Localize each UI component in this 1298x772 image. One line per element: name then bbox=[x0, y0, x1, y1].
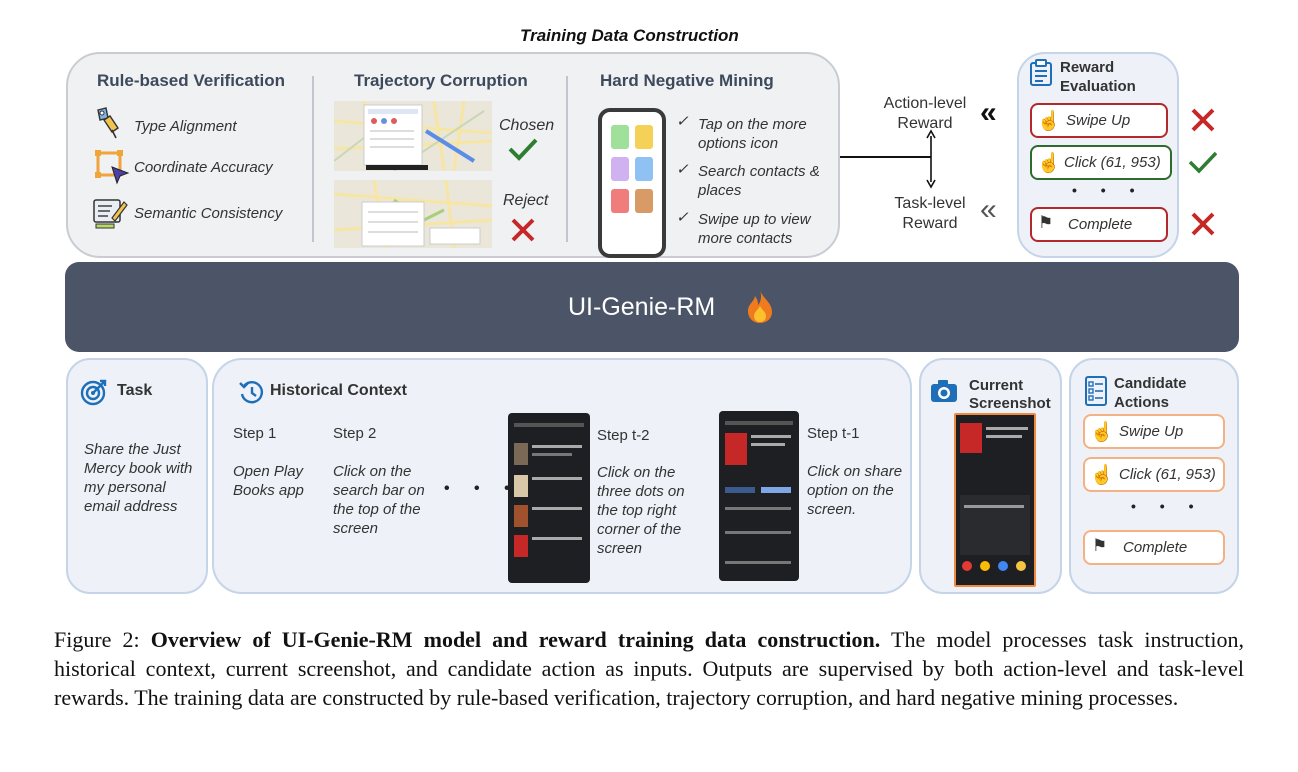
candidate-label: Complete bbox=[1123, 539, 1188, 556]
step-1-label: Step 1 bbox=[233, 425, 277, 442]
caption-text: The model processes task instruction, hi… bbox=[54, 627, 1245, 710]
reward-action-label: Complete bbox=[1068, 216, 1133, 233]
caption-label: Figure 2: bbox=[54, 627, 140, 652]
history-title: Historical Context bbox=[270, 382, 407, 399]
action-level-reward-label: Action-level Reward bbox=[883, 95, 967, 132]
divider bbox=[566, 76, 568, 242]
candidates-title: Candidate Actions bbox=[1114, 375, 1187, 411]
step-t2-text: Click on the three dots on the top right… bbox=[597, 464, 685, 557]
step-t1-text: Click on share option on the screen. bbox=[807, 463, 903, 518]
step-t1-screenshot bbox=[719, 411, 799, 581]
current-title: Current Screenshot bbox=[969, 377, 1051, 412]
clipboard-icon bbox=[1030, 59, 1052, 86]
fire-icon bbox=[748, 290, 772, 323]
cross-icon bbox=[1191, 212, 1215, 236]
history-icon bbox=[239, 381, 263, 404]
step-1-text: Open Play Books app bbox=[233, 463, 304, 499]
hn-check-3: ✓ bbox=[676, 209, 689, 226]
candidate-label: Click (61, 953) bbox=[1119, 466, 1216, 483]
step-2-text: Click on the search bar on the top of th… bbox=[333, 463, 425, 537]
camera-icon bbox=[931, 380, 957, 402]
hn-check-2: ✓ bbox=[676, 161, 689, 178]
divider bbox=[312, 76, 314, 242]
step-t2-screenshot bbox=[508, 413, 590, 583]
figure-caption: Figure 2: Overview of UI-Genie-RM model … bbox=[54, 625, 1244, 712]
checklist-icon bbox=[1085, 376, 1107, 406]
check-icon bbox=[508, 138, 538, 161]
swipe-up-icon: ☝ bbox=[1090, 422, 1114, 443]
task-level-reward-label: Task-level Reward bbox=[894, 195, 966, 232]
swipe-up-icon: ☝ bbox=[1037, 111, 1061, 132]
model-bar bbox=[65, 262, 1239, 352]
reward-action-swipe-up: ☝ Swipe Up bbox=[1030, 103, 1168, 138]
trajectory-title: Trajectory Corruption bbox=[354, 71, 528, 90]
candidate-label: Swipe Up bbox=[1119, 423, 1184, 440]
cross-icon bbox=[1191, 108, 1215, 132]
flag-icon: ⚑ bbox=[1092, 536, 1108, 555]
hard-negative-title: Hard Negative Mining bbox=[600, 71, 774, 90]
reward-action-label: Swipe Up bbox=[1066, 112, 1131, 129]
target-icon bbox=[80, 379, 107, 406]
current-screenshot-image bbox=[954, 413, 1036, 587]
candidate-swipe-up: ☝ Swipe Up bbox=[1083, 414, 1225, 449]
check-icon bbox=[1188, 151, 1218, 174]
model-name: UI-Genie-RM bbox=[568, 293, 716, 321]
flag-icon: ⚑ bbox=[1038, 213, 1054, 232]
training-data-title: Training Data Construction bbox=[520, 26, 739, 45]
task-text: Share the Just Mercy book with my person… bbox=[84, 441, 193, 515]
tap-icon: ☝ bbox=[1090, 465, 1114, 486]
hn-check-1: ✓ bbox=[676, 113, 689, 130]
hn-item-1: Tap on the more options icon bbox=[698, 116, 807, 152]
hn-item-2: Search contacts & places bbox=[698, 163, 820, 199]
caption-bold: Overview of UI-Genie-RM model and reward… bbox=[150, 627, 881, 652]
candidate-complete: ⚑ Complete bbox=[1083, 530, 1225, 565]
rule-item-type-alignment: Type Alignment bbox=[134, 118, 237, 135]
history-dots: • • • bbox=[444, 480, 520, 497]
reward-action-click: ☝ Click (61, 953) bbox=[1030, 145, 1172, 180]
rule-item-semantic-consistency: Semantic Consistency bbox=[134, 205, 283, 222]
rule-based-title: Rule-based Verification bbox=[97, 71, 285, 90]
tap-icon: ☝ bbox=[1037, 153, 1061, 174]
step-t1-label: Step t-1 bbox=[807, 425, 860, 442]
type-alignment-icon bbox=[97, 107, 119, 139]
reward-action-label: Click (61, 953) bbox=[1064, 154, 1161, 171]
task-title: Task bbox=[117, 382, 153, 399]
map-screenshot-reject bbox=[334, 180, 492, 248]
reward-eval-title: Reward Evaluation bbox=[1060, 59, 1136, 95]
map-screenshot-chosen bbox=[334, 101, 492, 171]
step-t2-label: Step t-2 bbox=[597, 427, 650, 444]
reject-label: Reject bbox=[503, 192, 549, 209]
chosen-label: Chosen bbox=[499, 117, 555, 134]
hn-item-3: Swipe up to view more contacts bbox=[698, 211, 811, 247]
coordinate-accuracy-icon bbox=[95, 150, 130, 185]
reward-action-complete: ⚑ Complete bbox=[1030, 207, 1168, 242]
phone-apps-icon bbox=[598, 108, 666, 258]
semantic-consistency-icon bbox=[93, 199, 128, 229]
reward-connector bbox=[840, 129, 936, 189]
cross-icon bbox=[511, 218, 535, 242]
chevron-left-icon: « bbox=[980, 96, 997, 129]
candidate-dots: • • • bbox=[1131, 498, 1204, 514]
candidate-click: ☝ Click (61, 953) bbox=[1083, 457, 1225, 492]
reward-dots: • • • bbox=[1072, 182, 1145, 198]
chevron-left-outline-icon: « bbox=[980, 193, 997, 226]
step-2-label: Step 2 bbox=[333, 425, 377, 442]
rule-item-coordinate-accuracy: Coordinate Accuracy bbox=[134, 159, 273, 176]
